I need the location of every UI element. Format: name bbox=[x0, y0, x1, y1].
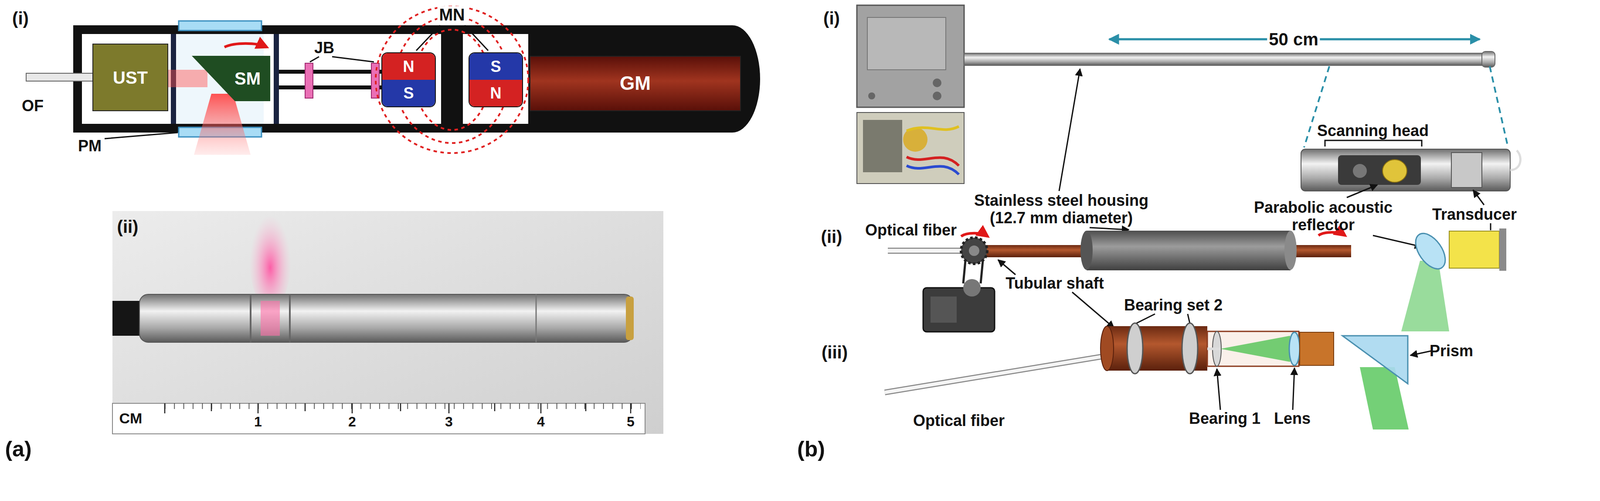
pole-label: N bbox=[469, 79, 523, 107]
part-label: Tubular shaft bbox=[1003, 274, 1106, 293]
ruler-number: 3 bbox=[443, 414, 455, 430]
ruler-number: 4 bbox=[535, 414, 547, 430]
part-label: Lens bbox=[1272, 409, 1313, 428]
pole-label: S bbox=[469, 53, 523, 80]
part-label: MN bbox=[437, 6, 467, 25]
ruler-unit: CM bbox=[117, 410, 145, 427]
pole-label: S bbox=[382, 79, 435, 107]
mirror-wedge: SM bbox=[191, 55, 271, 102]
magnet: SN bbox=[468, 52, 524, 108]
part-label: PM bbox=[76, 137, 104, 155]
part-label: Parabolic acoustic reflector bbox=[1243, 198, 1404, 234]
panel-label: (ii) bbox=[819, 227, 845, 247]
part-label: Scanning head bbox=[1315, 122, 1431, 140]
panel-letter: (a) bbox=[3, 437, 34, 462]
panel-label: (ii) bbox=[115, 217, 141, 237]
panel-label: (iii) bbox=[819, 342, 850, 362]
transducer-box: UST bbox=[92, 43, 169, 112]
panel-letter: (b) bbox=[795, 437, 827, 462]
part-label: Transducer bbox=[1430, 205, 1519, 224]
ruler-number: 5 bbox=[625, 414, 637, 430]
panel-label: (i) bbox=[821, 8, 842, 28]
node-text: UST bbox=[112, 67, 148, 88]
part-label: Bearing 1 bbox=[1187, 409, 1263, 428]
magnet: NS bbox=[381, 52, 436, 108]
panel-label: (i) bbox=[10, 8, 31, 28]
part-label: Stainless steel housing (12.7 mm diamete… bbox=[954, 191, 1168, 227]
part-label: Prism bbox=[1427, 342, 1475, 360]
motor-box: GM bbox=[529, 55, 741, 112]
pole-label: N bbox=[382, 53, 435, 80]
ruler-number: 2 bbox=[346, 414, 358, 430]
part-label: Optical fiber bbox=[863, 221, 959, 239]
part-label: JB bbox=[312, 39, 337, 57]
node-text: GM bbox=[619, 72, 651, 94]
part-label: Optical fiber bbox=[911, 411, 1007, 430]
node-text: SM bbox=[234, 68, 261, 89]
part-label: Bearing set 2 bbox=[1122, 296, 1225, 314]
part-label: OF bbox=[20, 97, 46, 115]
dimension: 50 cm bbox=[1267, 29, 1320, 49]
ruler-number: 1 bbox=[252, 414, 264, 430]
